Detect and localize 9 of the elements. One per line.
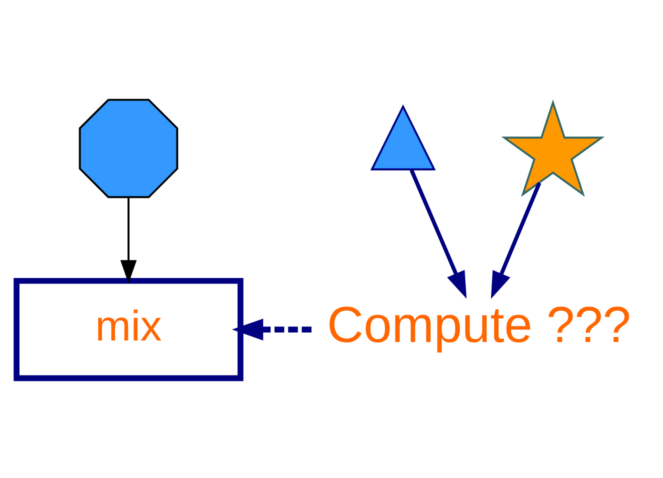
arrow bbox=[232, 318, 312, 340]
arrow bbox=[410, 169, 467, 299]
node-octagon bbox=[78, 98, 178, 198]
node-triangle bbox=[370, 104, 436, 170]
node-text: Compute ??? bbox=[327, 296, 631, 353]
arrow bbox=[120, 198, 137, 284]
arrow bbox=[490, 182, 542, 299]
node-star bbox=[501, 99, 605, 197]
node-box: mix bbox=[14, 278, 244, 382]
